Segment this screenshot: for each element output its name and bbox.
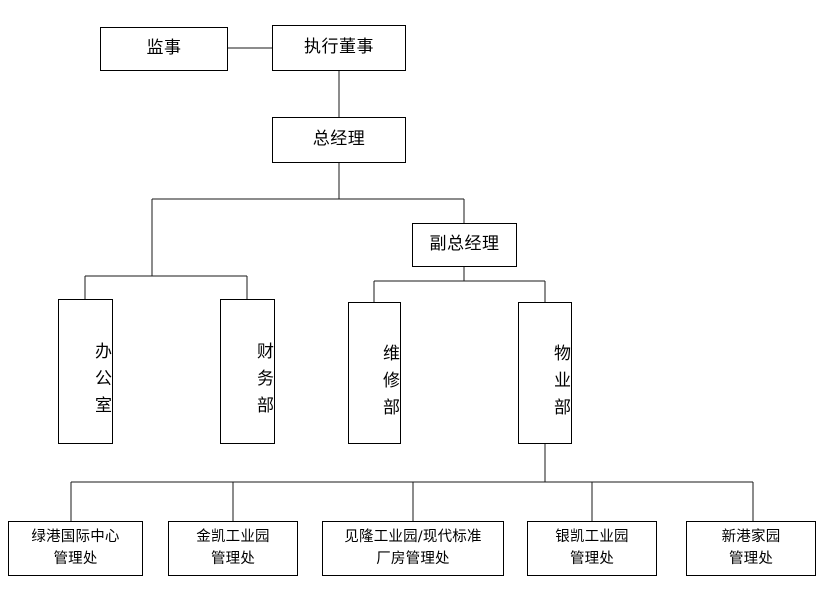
node-label: 银凯工业园 管理处 [555, 528, 629, 567]
node-label: 绿港国际中心 管理处 [31, 528, 120, 567]
node-general_manager[interactable]: 总经理 [272, 117, 406, 163]
node-label: 金凯工业园 管理处 [196, 528, 270, 567]
node-executive_director[interactable]: 执行董事 [272, 25, 406, 71]
node-label: 办公室 [91, 342, 111, 423]
node-property_dept[interactable]: 物业部 [518, 302, 572, 444]
node-management-office-1[interactable]: 绿港国际中心 管理处 [8, 521, 143, 576]
node-label: 物业部 [550, 343, 570, 425]
node-management-office-3[interactable]: 见隆工业园/现代标准 厂房管理处 [322, 521, 504, 576]
node-label: 见隆工业园/现代标准 厂房管理处 [344, 528, 482, 567]
node-management-office-2[interactable]: 金凯工业园 管理处 [168, 521, 298, 576]
node-supervisor[interactable]: 监事 [100, 27, 228, 71]
node-management-office-4[interactable]: 银凯工业园 管理处 [527, 521, 657, 576]
node-label: 监事 [146, 38, 182, 59]
node-label: 副总经理 [429, 234, 500, 255]
node-label: 执行董事 [304, 37, 374, 58]
node-management-office-5[interactable]: 新港家园 管理处 [686, 521, 816, 576]
node-deputy_general_manager[interactable]: 副总经理 [412, 223, 517, 267]
node-label: 财务部 [253, 342, 273, 423]
node-maintenance_dept[interactable]: 维修部 [348, 302, 401, 444]
node-office[interactable]: 办公室 [58, 299, 113, 444]
node-label: 总经理 [312, 129, 366, 150]
node-finance_dept[interactable]: 财务部 [220, 299, 275, 444]
node-label: 新港家园 管理处 [721, 528, 781, 567]
node-label: 维修部 [379, 343, 399, 425]
